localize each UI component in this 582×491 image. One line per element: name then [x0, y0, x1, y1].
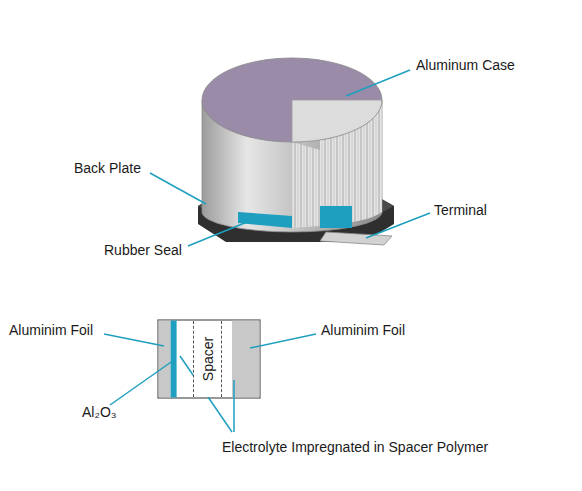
leader-line — [150, 173, 206, 204]
leader-lines — [104, 70, 430, 432]
terminal — [320, 232, 392, 245]
aluminum-foil — [159, 321, 171, 398]
section-outline — [158, 320, 260, 398]
rubber-seal — [320, 206, 352, 228]
part-label: Aluminim Foil — [9, 321, 93, 339]
leader-line — [250, 334, 316, 348]
oxide-layer — [171, 321, 177, 398]
part-label: Al₂O₃ — [82, 403, 116, 421]
cut-top — [292, 100, 382, 142]
layer-label: Spacer — [200, 337, 216, 381]
part-label: Terminal — [434, 201, 487, 219]
part-label: Electrolyte Impregnated in Spacer Polyme… — [222, 438, 488, 456]
part-label: Back Plate — [74, 159, 141, 177]
leader-line — [110, 360, 174, 405]
leader-line — [188, 220, 252, 246]
part-label: Rubber Seal — [104, 241, 182, 259]
spacer-layer: Spacer — [193, 321, 222, 397]
case-top — [202, 58, 382, 142]
aluminum-foil — [232, 321, 259, 398]
cutaway-face — [292, 142, 320, 228]
leader-line — [346, 70, 410, 96]
part-label: Aluminim Foil — [321, 321, 405, 339]
part-label: Aluminum Case — [416, 56, 515, 74]
rubber-seal — [238, 212, 292, 228]
leader-line — [366, 213, 430, 238]
leader-line — [233, 380, 235, 432]
leader-line — [104, 334, 164, 346]
